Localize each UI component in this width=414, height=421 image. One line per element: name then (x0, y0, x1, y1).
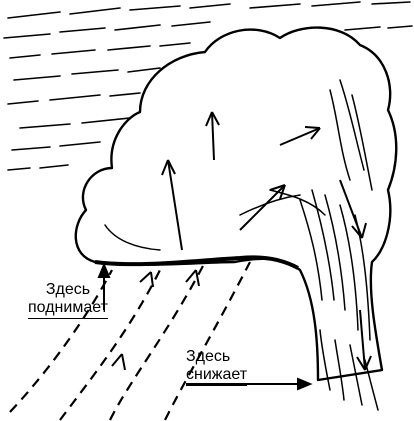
sink-label-line2: снижает (186, 366, 247, 386)
rise-label: Здесь поднимает (28, 281, 108, 319)
sink-label: Здесь снижает (186, 348, 247, 386)
rise-label-line2: поднимает (28, 299, 108, 319)
rise-label-line1: Здесь (46, 281, 90, 298)
sink-label-line1: Здесь (186, 348, 247, 366)
